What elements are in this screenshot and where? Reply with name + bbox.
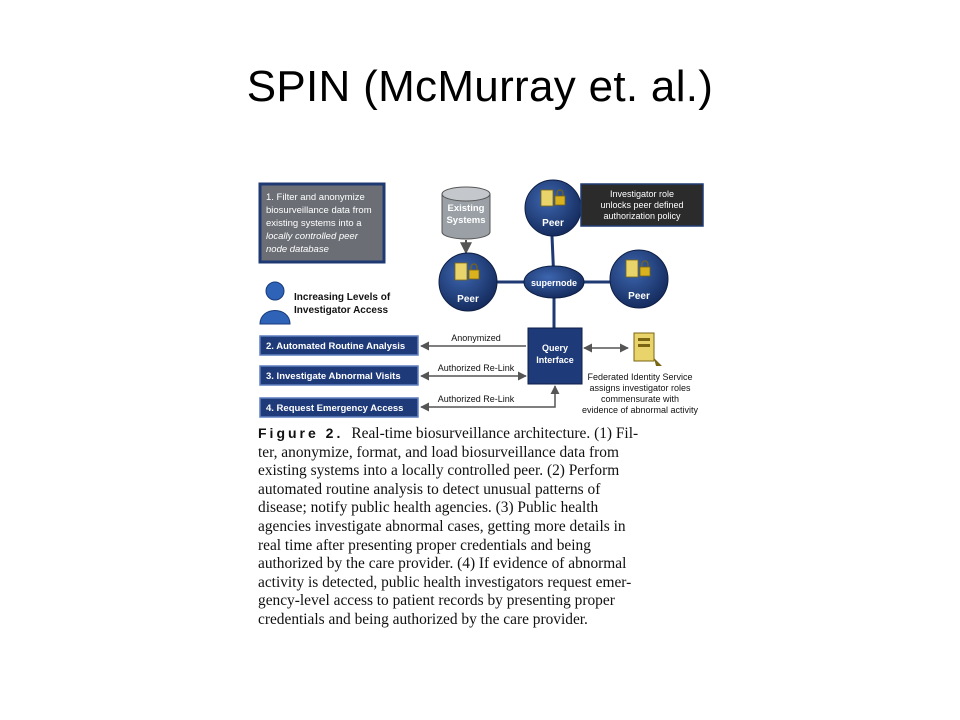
federated-line: commensurate with: [601, 394, 679, 404]
query-interface-label: Interface: [536, 355, 574, 365]
caption-line: gency-level access to patient records by…: [258, 592, 615, 610]
step1-line: existing systems into a: [266, 218, 362, 229]
figure-caption: Figure 2. Real-time biosurveillance archi…: [258, 424, 703, 630]
investigator-role-box: Investigator role unlocks peer defined a…: [580, 183, 704, 227]
step-label: 4. Request Emergency Access: [266, 403, 403, 414]
federated-server-icon: [633, 332, 662, 366]
federated-line: Federated Identity Service: [587, 372, 692, 382]
step-bar-4: 4. Request Emergency Access: [259, 397, 419, 418]
slide-title: SPIN (McMurray et. al.): [246, 62, 714, 111]
caption-line: real time after presenting proper creden…: [258, 536, 591, 554]
investigator-role-line: authorization policy: [603, 211, 681, 221]
peer-label: Peer: [542, 218, 564, 229]
step1-line: biosurveillance data from: [266, 205, 372, 216]
step-label: 3. Investigate Abnormal Visits: [266, 371, 401, 382]
existing-systems-database: Existing Systems: [441, 186, 491, 240]
caption-line: disease; notify public health agencies. …: [258, 499, 599, 517]
peer-node-right: Peer: [609, 249, 669, 309]
arrow-label: Authorized Re-Link: [438, 363, 515, 373]
federated-line: assigns investigator roles: [589, 383, 691, 393]
query-interface-label: Query: [542, 343, 568, 353]
access-levels-label: Increasing Levels of: [294, 292, 391, 303]
server-icon: [540, 189, 554, 207]
query-interface-box: Query Interface: [527, 327, 583, 385]
caption-line: authorized by the care provider. (4) If …: [258, 555, 627, 573]
existing-systems-label: Existing: [448, 203, 485, 214]
caption-line: Figure 2. Real-time biosurveillance archi…: [258, 424, 703, 444]
caption-line: activity is detected, public health inve…: [258, 573, 632, 591]
access-levels-label: Investigator Access: [294, 305, 389, 316]
arrow-anonymized: Anonymized: [420, 333, 526, 351]
caption-line: existing systems into a locally controll…: [258, 462, 620, 480]
caption-line: ter, anonymize, format, and load biosurv…: [258, 443, 619, 461]
supernode-label: supernode: [531, 278, 577, 288]
peer-node-left: Peer: [438, 252, 498, 312]
federated-line: evidence of abnormal activity: [582, 405, 699, 415]
lock-icon: [554, 195, 566, 206]
server-icon: [625, 259, 639, 278]
existing-systems-label: Systems: [446, 215, 485, 226]
arrow-relink-4: Authorized Re-Link: [420, 385, 560, 412]
arrow-label: Anonymized: [451, 333, 501, 343]
investigator-role-line: Investigator role: [610, 189, 674, 199]
figure: 1. Filter and anonymize biosurveillance …: [258, 178, 708, 633]
step1-line: node database: [266, 244, 329, 255]
step1-line: 1. Filter and anonymize: [266, 192, 365, 203]
peer-node-top: Peer: [524, 179, 582, 237]
caption-line: agencies investigate abnormal cases, get…: [258, 517, 626, 535]
investigator-person-icon: [259, 281, 291, 325]
step1-line: locally controlled peer: [266, 231, 359, 242]
peer-label: Peer: [628, 291, 650, 302]
architecture-diagram: 1. Filter and anonymize biosurveillance …: [258, 179, 704, 418]
lock-icon: [639, 266, 651, 277]
supernode: supernode: [523, 265, 585, 299]
caption-text: Real-time biosurveillance architecture. …: [351, 425, 639, 442]
server-icon: [454, 262, 468, 281]
figure-label: Figure 2.: [258, 425, 344, 441]
step-bar-3: 3. Investigate Abnormal Visits: [259, 365, 419, 386]
arrow-relink-3: Authorized Re-Link: [420, 363, 527, 381]
peer-label: Peer: [457, 294, 479, 305]
caption-line: credentials and being authorized by the …: [258, 610, 588, 628]
investigator-role-line: unlocks peer defined: [600, 200, 683, 210]
arrow-label: Authorized Re-Link: [438, 394, 515, 404]
lock-icon: [468, 269, 480, 280]
step-bar-2: 2. Automated Routine Analysis: [259, 335, 419, 356]
step-label: 2. Automated Routine Analysis: [266, 341, 405, 352]
caption-line: automated routine analysis to detect unu…: [258, 480, 601, 498]
step1-box: 1. Filter and anonymize biosurveillance …: [258, 182, 386, 264]
